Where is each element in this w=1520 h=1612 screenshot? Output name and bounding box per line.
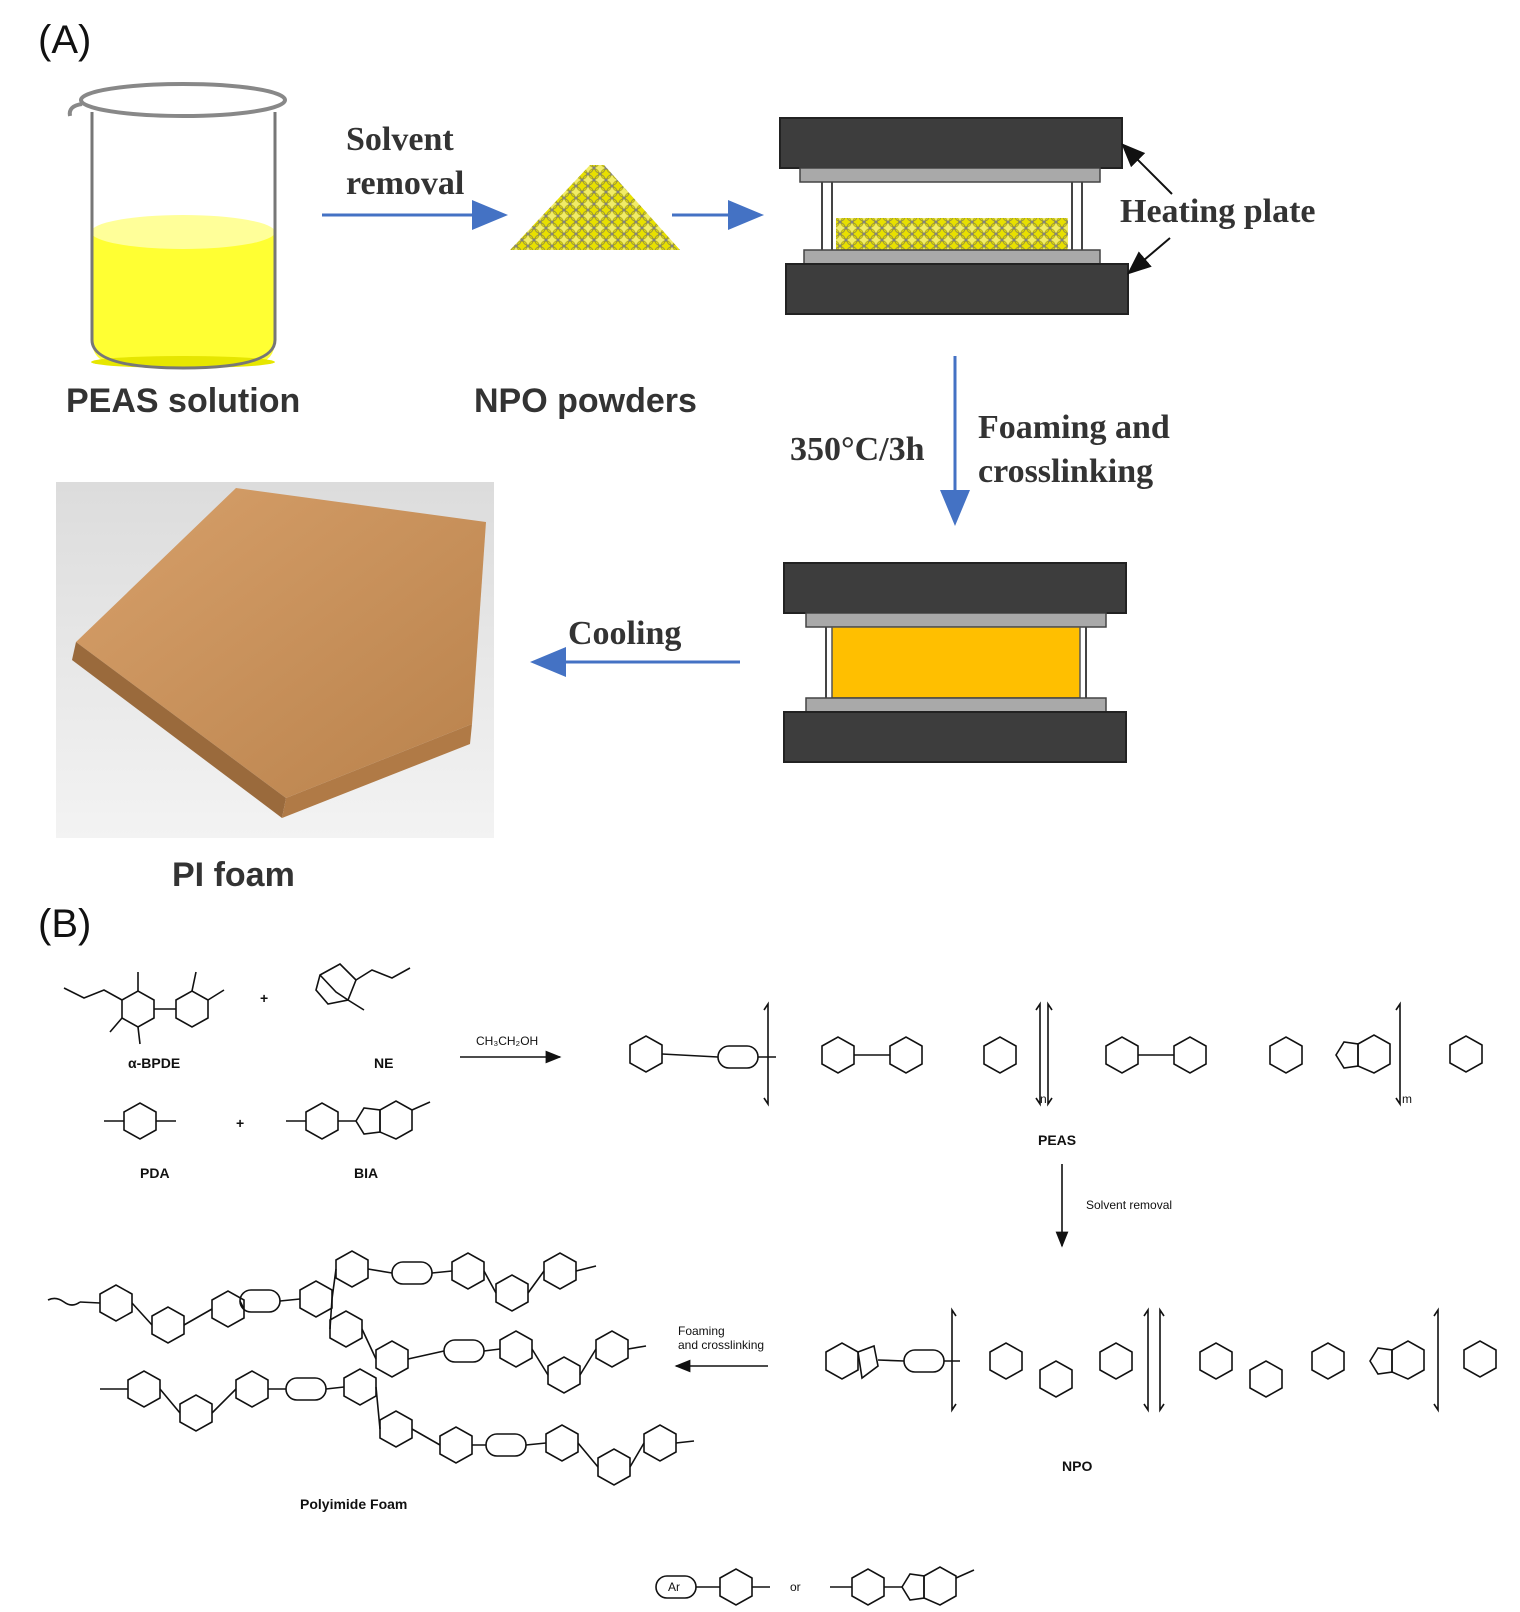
or-label: or xyxy=(790,1580,801,1594)
heating-plate-text: Heating plate xyxy=(1120,193,1316,230)
pda-label: PDA xyxy=(140,1165,170,1181)
npo-label: NPO xyxy=(1062,1458,1093,1474)
pi-foam-photo xyxy=(56,482,494,838)
temp-text: 350°C/3h xyxy=(790,431,925,468)
ne-label: NE xyxy=(374,1055,394,1071)
polyimide-foam-label: Polyimide Foam xyxy=(300,1496,408,1512)
solvent-removal-small: Solvent removal xyxy=(1086,1198,1173,1212)
foaming-text: Foaming and crosslinking xyxy=(978,409,1170,490)
hot-press-powder xyxy=(779,117,1129,315)
panel-b-label: (B) xyxy=(38,902,92,946)
n-subscript: n xyxy=(1040,1092,1047,1106)
beaker-icon xyxy=(67,82,287,370)
npo-powders-caption: NPO powders xyxy=(474,382,697,420)
foaming-small: Foaming and crosslinking xyxy=(678,1324,765,1352)
peas-label: PEAS xyxy=(1038,1132,1077,1148)
plus-sign-1: + xyxy=(260,990,269,1006)
ar-label: Ar xyxy=(668,1580,680,1594)
cooling-text: Cooling xyxy=(568,615,682,652)
solvent-reagent-label: CH₃CH₂OH xyxy=(476,1034,539,1048)
bpde-label: α-BPDE xyxy=(128,1055,181,1071)
hot-press-foam xyxy=(783,562,1127,763)
powder-pile-icon xyxy=(510,165,680,250)
pi-foam-caption: PI foam xyxy=(172,856,295,894)
plus-sign-2: + xyxy=(236,1115,245,1131)
panel-a-label: (A) xyxy=(38,18,92,62)
m-subscript: m xyxy=(1402,1092,1412,1106)
bia-label: BIA xyxy=(354,1165,379,1181)
solvent-removal-text: Solvent removal xyxy=(346,121,465,202)
peas-solution-caption: PEAS solution xyxy=(66,382,301,420)
